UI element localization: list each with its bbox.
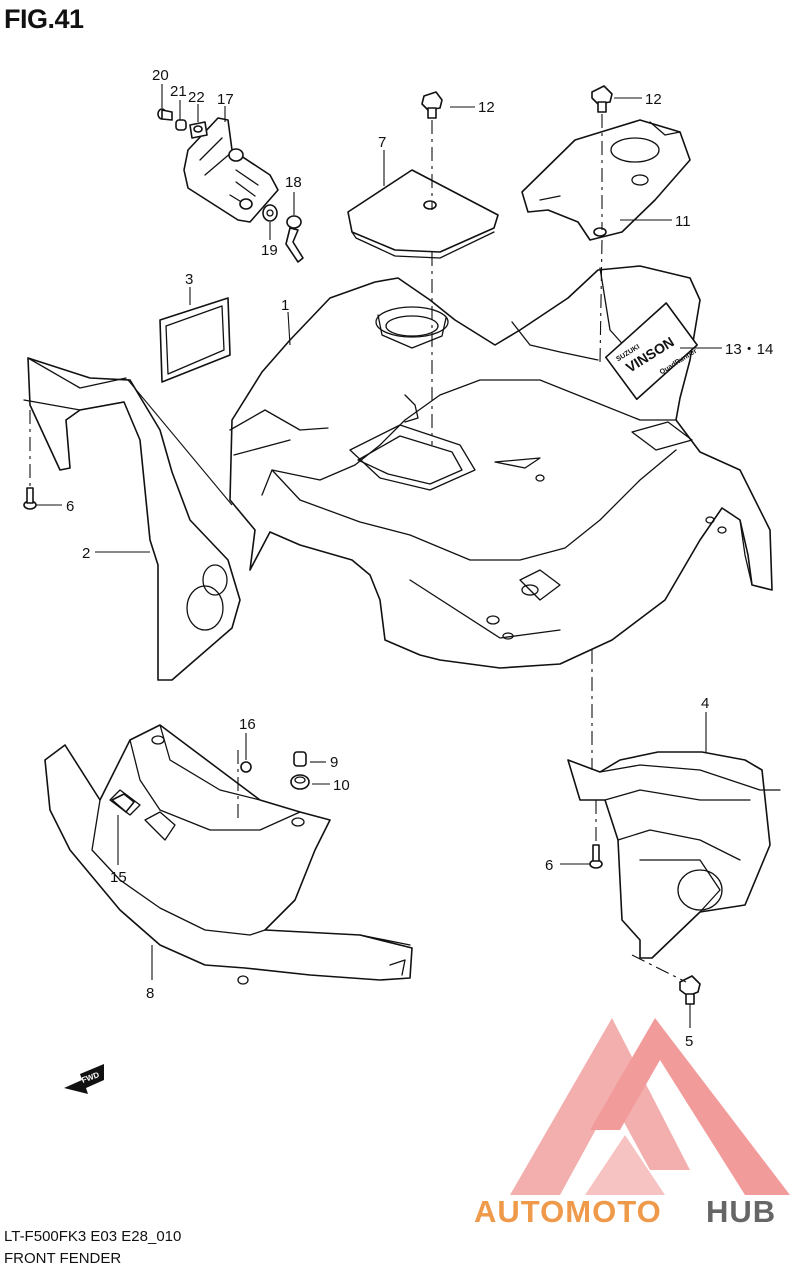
callout-2: 2	[82, 545, 90, 562]
watermark-text-secondary: HUB	[706, 1194, 776, 1229]
watermark-triangle-left	[510, 1018, 690, 1195]
model-code: LT-F500FK3 E03 E28_010	[4, 1228, 182, 1245]
part-3-reflector	[159, 297, 231, 383]
watermark-triangle-right	[590, 1018, 790, 1195]
part-21-collar	[175, 119, 187, 131]
callout-6-left: 6	[66, 498, 74, 515]
part-11-panel	[521, 119, 691, 241]
part-9-spacer	[293, 751, 307, 767]
callout-7: 7	[378, 134, 386, 151]
callout-20: 20	[152, 67, 169, 84]
part-8-front-bumper	[44, 724, 413, 985]
leader-lines	[36, 84, 722, 1028]
callout-4: 4	[701, 695, 709, 712]
callout-16: 16	[239, 716, 256, 733]
part-18-clamp	[285, 215, 304, 263]
part-7-lid	[347, 169, 499, 259]
watermark-logo	[510, 1018, 790, 1195]
part-1-front-fender	[229, 265, 773, 669]
part-19-nut	[262, 204, 278, 222]
part-6-screw-right	[589, 844, 603, 869]
part-6-screw-left	[23, 487, 37, 510]
callout-9: 9	[330, 754, 338, 771]
callout-15: 15	[110, 869, 127, 886]
part-15-clip	[111, 793, 135, 813]
part-2-mud-guard-left	[23, 357, 241, 681]
callout-8: 8	[146, 985, 154, 1002]
figure-title: FIG.41	[4, 4, 84, 34]
watermark-text-primary: AUTOMOTO	[474, 1194, 662, 1229]
part-10-grommet	[290, 774, 310, 790]
part-22-cushion	[189, 121, 208, 139]
callout-labels: 20 21 22 17 18 19 12 12 7 11 3 1 13・14 6…	[66, 67, 773, 1050]
callout-12-right: 12	[645, 91, 662, 108]
callout-18: 18	[285, 174, 302, 191]
callout-21: 21	[170, 83, 187, 100]
callout-6-right: 6	[545, 857, 553, 874]
assembly-lines	[29, 114, 687, 983]
callout-13-14: 13・14	[725, 341, 773, 358]
callout-17: 17	[217, 91, 234, 108]
callout-11: 11	[675, 213, 691, 230]
watermark-triangle-inner	[585, 1135, 665, 1195]
part-16-nut	[240, 761, 252, 773]
callout-1: 1	[281, 297, 289, 314]
callout-5: 5	[685, 1033, 693, 1050]
part-4-mud-guard-right	[567, 751, 781, 959]
callout-10: 10	[333, 777, 350, 794]
part-12-bolt-right	[591, 85, 613, 113]
callout-12-left: 12	[478, 99, 495, 116]
figure-caption: FRONT FENDER	[4, 1250, 122, 1267]
part-20-screw	[157, 108, 173, 121]
part-12-bolt-left	[421, 91, 443, 119]
callout-22: 22	[188, 89, 205, 106]
callout-3: 3	[185, 271, 193, 288]
part-17-bracket	[183, 117, 279, 223]
callout-19: 19	[261, 242, 278, 259]
fwd-arrow-icon: FWD	[64, 1064, 104, 1094]
